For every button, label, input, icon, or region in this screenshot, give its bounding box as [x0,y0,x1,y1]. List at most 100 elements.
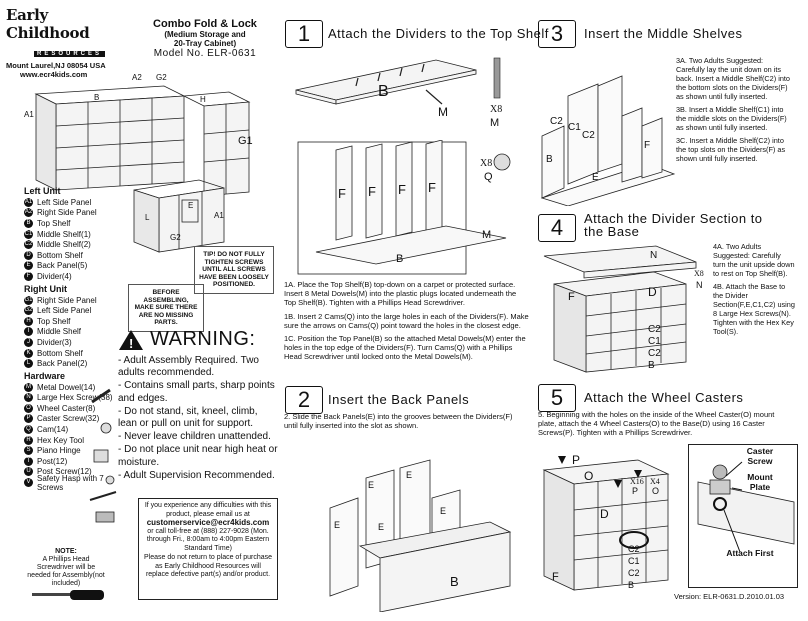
part-label: Back Panel(5) [37,261,88,271]
warning-item: - Never leave children unattended. [118,431,271,443]
step4-text-b: 4B. Attach the Base to the Divider Secti… [713,282,795,336]
step1-text-c: 1C. Position the Top Panel(B) so the att… [284,334,526,362]
part-code-badge: O [24,403,33,413]
part-code-badge: T [24,456,33,466]
s2-label-e4: E [378,522,384,532]
part-label: Hex Key Tool [37,435,84,445]
s3-label-e: E [592,172,599,183]
contact-email[interactable]: customerservice@ecr4kids.com [146,518,270,527]
part-code-badge: K [24,348,33,358]
part-label: Right Side Panel [37,295,97,305]
part-code-badge: M [24,382,33,392]
step3-middle-shelves-diagram: C2 C1 C2 B E F [540,75,676,206]
part-code-badge: G1 [24,295,33,305]
caster-screw-label: Caster Screw [746,446,774,466]
caster-detail-box [688,444,798,588]
warning-item: - Adult Assembly Required. Two adults re… [118,355,259,379]
part-label: Divider(4) [37,271,72,281]
part-code-badge: D [24,250,33,260]
step2-text: 2. Slide the Back Panels(E) into the gro… [284,412,513,431]
before-assembling-box: BEFORE ASSEMBLING, MAKE SURE THERE ARE N… [128,284,204,332]
s2-label-e1: E [368,480,374,490]
warning-title: WARNING: [150,328,256,350]
part-label: Cam(14) [37,425,69,435]
label-a1b: A1 [214,211,224,220]
version-text: Version: ELR-0631.D.2010.01.03 [674,592,785,601]
step5-casters-diagram: P O X16 X4 P O D C2 C1 C2 B F [542,453,670,591]
part-label: Post Screw(12) [37,467,92,477]
note-text: A Phillips Head Screwdriver will be need… [27,556,105,587]
part-code-badge: L [24,359,33,369]
part-code-badge: C2 [24,240,33,250]
s4-label-b: B [648,360,655,371]
step1-number: 1 [285,20,323,48]
contact-line1: If you experience any difficulties with … [144,502,272,518]
legend-item: G1 Right Side Panel [24,295,124,306]
label-b: B [94,93,99,102]
s5-label-x16: X16 [630,477,644,486]
warning-item: - Do not place unit near high heat or mo… [118,444,278,468]
s5-label-d: D [600,507,609,521]
part-code-badge: J [24,337,33,347]
part-label: Middle Shelf(2) [37,240,91,250]
s2-label-e3: E [334,520,340,530]
step1-title: Attach the Dividers to the Top Shelf [328,26,549,41]
s4-label-c2b: C2 [648,348,661,359]
warning-triangle-icon: ! [119,329,143,351]
product-subtitle-2: 20-Tray Cabinet) [173,39,237,48]
part-label: Left Side Panel [37,197,92,207]
legend-item: C2 Middle Shelf(2) [24,239,124,250]
step4-title: Attach the Divider Section to the Base [584,211,763,239]
part-label: Top Shelf [37,316,71,326]
part-code-badge: A2 [24,208,33,218]
label-g1: G1 [238,135,253,147]
step4-text-a: 4A. Two Adults Suggested: Carefully turn… [713,242,795,278]
s3-label-b: B [546,154,553,165]
label-e: E [188,201,193,210]
tip-box: TIP! DO NOT FULLY TIGHTEN SCREWS UNTIL A… [194,246,274,294]
caster-detail-illustration [697,461,795,553]
step3-text-b: 3B. Insert a Middle Shelf(C1) into the m… [676,105,787,132]
part-code-badge: N [24,393,33,403]
s1-label-m3: M [482,229,491,241]
s1-label-x8q: X8 [480,158,492,169]
s3-label-c2a: C2 [550,116,563,127]
contact-line3: Please do not return to place of purchas… [143,554,273,578]
step4-base-diagram: N X8 N D F C2 C1 C2 B [543,245,704,373]
s3-label-c1: C1 [568,122,581,133]
right-unit-heading: Right Unit [24,283,67,294]
part-code-badge: V [24,478,33,488]
step1-top-shelf-diagram: B M X8 M [295,57,502,129]
model-number: Model No. ELR-0631 [153,48,257,59]
hardware-heading: Hardware [24,370,66,381]
s4-label-x8: X8 [694,269,704,278]
label-g2b: G2 [170,233,181,242]
legend-item: E Back Panel(5) [24,261,124,272]
legend-item: A1 Left Side Panel [24,197,124,208]
s1-label-b: B [378,83,389,100]
address: Mount Laurel,NJ 08054 USA [6,61,106,70]
step3-text-a: 3A. Two Adults Suggested: Carefully lay … [676,56,790,101]
s5-label-p: P [572,453,580,467]
s1-label-b2: B [396,253,403,265]
s4-label-d: D [648,285,657,299]
warning-item: - Adult Supervision Recommended. [118,469,275,481]
product-subtitle-1: (Medium Storage and [164,30,246,39]
part-code-badge: E [24,261,33,271]
part-label: Middle Shelf [37,327,82,337]
part-code-badge: A1 [24,197,33,207]
tip-text: TIP! DO NOT FULLY TIGHTEN SCREWS UNTIL A… [199,251,269,288]
step5-number: 5 [538,384,576,412]
s1-label-x8: X8 [490,104,502,115]
